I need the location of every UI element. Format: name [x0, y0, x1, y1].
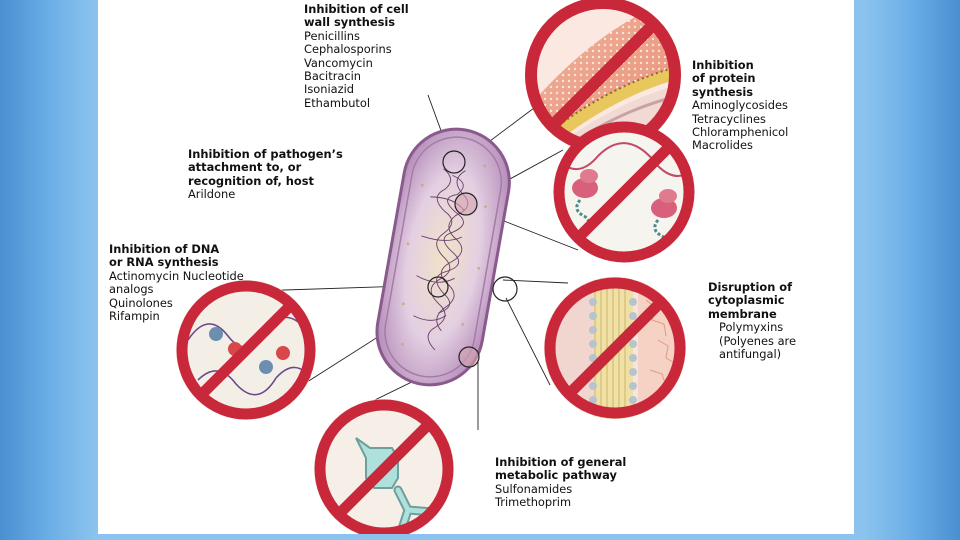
drug-sulfonamides: Sulfonamides: [495, 483, 626, 496]
protein-synthesis-inset: [554, 122, 698, 266]
drug-isoniazid: Isoniazid: [304, 83, 409, 96]
cell-wall-heading-2: wall synthesis: [304, 16, 409, 29]
protein-heading-1: Inhibition: [692, 59, 788, 72]
attachment-heading-2: attachment to, or: [188, 161, 343, 174]
dna-heading-2: or RNA synthesis: [109, 256, 244, 269]
membrane-heading-2: cytoplasmic: [708, 294, 796, 307]
metabolic-label: Inhibition of general metabolic pathway …: [495, 456, 626, 510]
membrane-label: Disruption of cytoplasmic membrane Polym…: [708, 281, 796, 361]
drug-polymyxins: Polymyxins: [708, 321, 796, 334]
drug-polyenes-note-2: antifungal): [708, 348, 796, 361]
metabolic-heading-2: metabolic pathway: [495, 469, 626, 482]
slide: Inhibition of cell wall synthesis Penici…: [98, 0, 854, 534]
drug-cephalosporins: Cephalosporins: [304, 43, 409, 56]
dna-heading-1: Inhibition of DNA: [109, 243, 244, 256]
drug-chloramphenicol: Chloramphenicol: [692, 126, 788, 139]
drug-analogs: analogs: [109, 283, 244, 296]
drug-ethambutol: Ethambutol: [304, 97, 409, 110]
metabolic-heading-1: Inhibition of general: [495, 456, 626, 469]
membrane-heading-1: Disruption of: [708, 281, 796, 294]
metabolic-inset: [314, 399, 454, 534]
drug-macrolides: Macrolides: [692, 139, 788, 152]
attachment-heading-3: recognition of, host: [188, 175, 343, 188]
drug-aminoglycosides: Aminoglycosides: [692, 99, 788, 112]
membrane-inset: [538, 270, 698, 430]
cell-wall-heading-1: Inhibition of cell: [304, 3, 409, 16]
drug-quinolones: Quinolones: [109, 297, 244, 310]
cell-wall-label: Inhibition of cell wall synthesis Penici…: [304, 3, 409, 110]
drug-rifampin: Rifampin: [109, 310, 244, 323]
drug-arildone: Arildone: [188, 188, 343, 201]
membrane-heading-3: membrane: [708, 308, 796, 321]
drug-bacitracin: Bacitracin: [304, 70, 409, 83]
drug-tetracyclines: Tetracyclines: [692, 113, 788, 126]
attachment-heading-1: Inhibition of pathogen’s: [188, 148, 343, 161]
drug-polyenes-note-1: (Polyenes are: [708, 335, 796, 348]
drug-actinomycin: Actinomycin Nucleotide: [109, 270, 244, 283]
protein-synthesis-label: Inhibition of protein synthesis Aminogly…: [692, 59, 788, 153]
drug-trimethoprim: Trimethoprim: [495, 496, 626, 509]
dna-rna-label: Inhibition of DNA or RNA synthesis Actin…: [109, 243, 244, 323]
attachment-label: Inhibition of pathogen’s attachment to, …: [188, 148, 343, 202]
protein-heading-3: synthesis: [692, 86, 788, 99]
protein-heading-2: of protein: [692, 72, 788, 85]
drug-penicillins: Penicillins: [304, 30, 409, 43]
drug-vancomycin: Vancomycin: [304, 57, 409, 70]
